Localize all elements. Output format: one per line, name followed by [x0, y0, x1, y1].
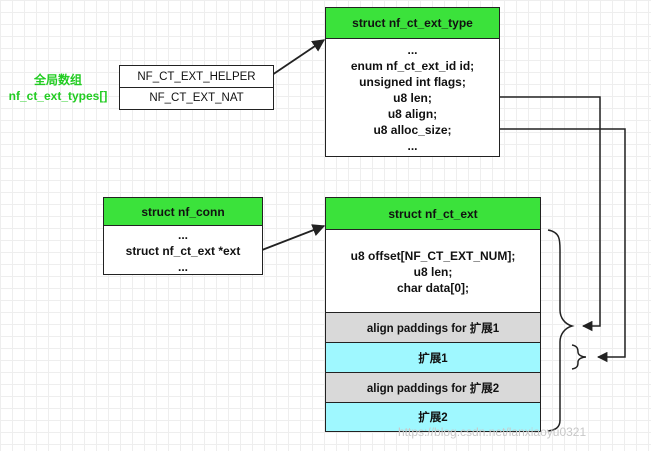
ext-type-field-align: u8 align;	[387, 107, 438, 121]
ext-type-field-alloc-size: u8 alloc_size;	[373, 123, 452, 137]
nf-conn-struct: struct nf_conn ... struct nf_ct_ext *ext…	[103, 197, 263, 275]
global-array-label: 全局数组 nf_ct_ext_types[]	[0, 72, 116, 104]
len-to-padding-arrow	[463, 96, 601, 332]
ext-type-struct-fields: ... enum nf_ct_ext_id id; unsigned int f…	[326, 39, 499, 157]
segment-padding-1: align paddings for 扩展1	[325, 312, 541, 344]
ext-field-data: char data[0];	[396, 281, 470, 295]
ext-type-field-len: u8 len;	[393, 91, 432, 105]
ext-type-field: ...	[407, 43, 418, 57]
ext-pointer-arrow	[261, 224, 326, 251]
ext-type-struct-title: struct nf_ct_ext_type	[326, 8, 499, 39]
global-array-label-line1: 全局数组	[33, 73, 82, 87]
nf-conn-field-ext: struct nf_ct_ext *ext	[125, 243, 241, 258]
ext-field-offset: u8 offset[NF_CT_EXT_NUM];	[350, 249, 516, 263]
ext-type-struct: struct nf_ct_ext_type ... enum nf_ct_ext…	[325, 7, 500, 157]
ext-type-field-id: enum nf_ct_ext_id id;	[350, 59, 475, 73]
segment-extension-1: 扩展1	[325, 342, 541, 374]
helper-to-ext-type-arrow	[271, 39, 326, 76]
nf-conn-field: ...	[177, 259, 188, 274]
ext-struct-fields: u8 offset[NF_CT_EXT_NUM]; u8 len; char d…	[326, 230, 540, 308]
nf-conn-field: ...	[177, 227, 188, 242]
segment-extension-2: 扩展2	[325, 402, 541, 432]
struct-brace	[547, 229, 575, 432]
nf-conn-struct-fields: ... struct nf_ct_ext *ext ...	[104, 226, 262, 275]
ext-struct: struct nf_ct_ext u8 offset[NF_CT_EXT_NUM…	[325, 197, 541, 313]
ext-types-array: NF_CT_EXT_HELPER NF_CT_EXT_NAT	[119, 65, 274, 110]
ext-struct-title: struct nf_ct_ext	[326, 198, 540, 230]
array-item-nat: NF_CT_EXT_NAT	[119, 86, 274, 110]
ext-type-field-flags: unsigned int flags;	[359, 75, 466, 89]
segment-padding-2: align paddings for 扩展2	[325, 372, 541, 404]
nf-conn-struct-title: struct nf_conn	[104, 198, 262, 226]
extension-brace	[571, 344, 587, 370]
ext-type-field: ...	[407, 139, 418, 153]
watermark-text: https://blog.csdn.net/lanxiaoyu0321	[398, 425, 587, 439]
ext-field-len: u8 len;	[413, 265, 453, 279]
alloc-size-to-extension-arrow	[463, 128, 626, 363]
array-item-helper: NF_CT_EXT_HELPER	[119, 65, 274, 88]
global-array-label-line2: nf_ct_ext_types[]	[8, 89, 108, 103]
